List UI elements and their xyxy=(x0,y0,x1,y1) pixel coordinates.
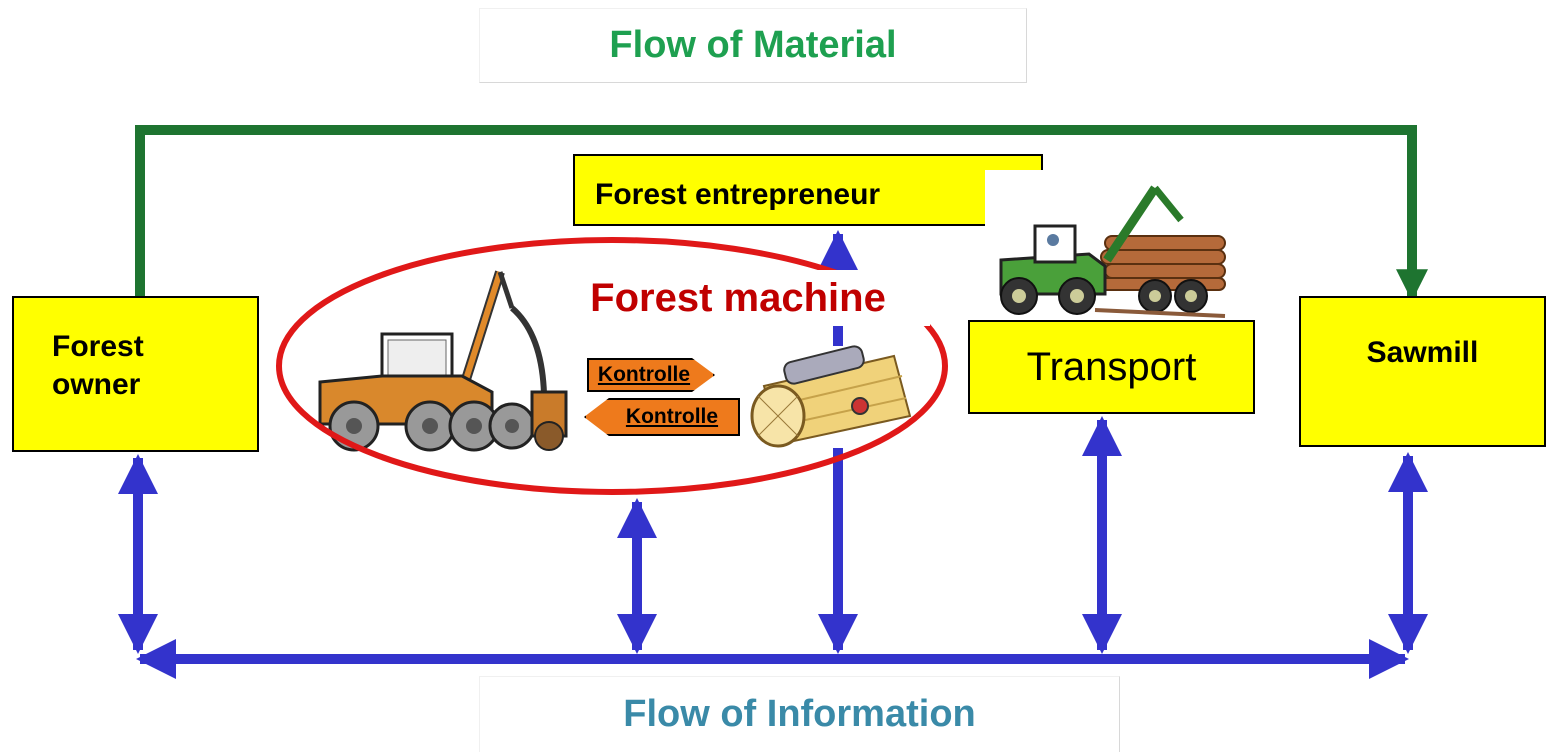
log-cutting-icon xyxy=(744,345,912,448)
forest-machine-label-bg: Forest machine xyxy=(546,270,930,326)
kontrolle-back-arrow: Kontrolle xyxy=(584,398,740,436)
kontrolle-back-label: Kontrolle xyxy=(625,405,719,428)
sawmill-label: Sawmill xyxy=(1366,336,1479,369)
transport-label: Transport xyxy=(1026,344,1197,389)
forwarder-truck-icon xyxy=(985,170,1231,320)
forest-machine-label: Forest machine xyxy=(590,275,886,320)
forest-entrepreneur-box: Forest entrepreneur xyxy=(573,154,1043,226)
harvester-icon xyxy=(312,264,586,456)
material-flow-arrow xyxy=(135,125,1429,302)
sawmill-box: Sawmill xyxy=(1299,296,1546,447)
forest-owner-label-line2: owner xyxy=(52,368,141,401)
forest-owner-label-line1: Forest xyxy=(52,330,144,363)
kontrolle-forward-arrow: Kontrolle xyxy=(587,358,715,392)
flow-of-information-title: Flow of Information xyxy=(479,676,1120,752)
kontrolle-forward-label: Kontrolle xyxy=(597,363,691,386)
flow-of-material-title: Flow of Material xyxy=(479,8,1027,83)
transport-box: Transport xyxy=(968,320,1255,414)
forest-owner-box: Forest owner xyxy=(12,296,259,452)
flow-of-material-label: Flow of Material xyxy=(609,24,897,66)
forest-entrepreneur-label: Forest entrepreneur xyxy=(595,178,881,211)
flow-of-information-label: Flow of Information xyxy=(623,693,976,735)
